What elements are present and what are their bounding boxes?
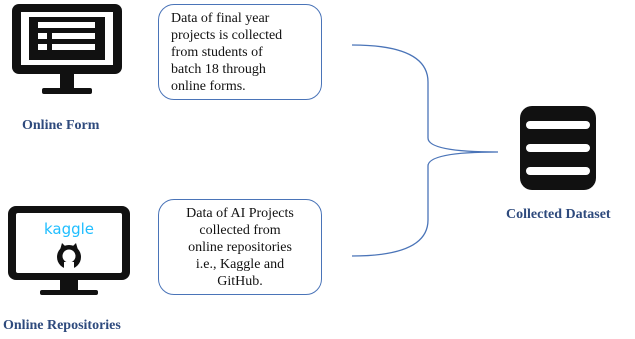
note-line: online forms. bbox=[171, 79, 246, 94]
merge-brace-connector bbox=[351, 44, 499, 257]
note-line: projects is collected bbox=[171, 28, 283, 43]
kaggle-monitor-icon: kaggle bbox=[8, 206, 130, 295]
note-line: Data of final year bbox=[171, 11, 270, 26]
online-form-description-box: Data of final year projects is collected… bbox=[158, 4, 322, 100]
note-line: from students of bbox=[171, 45, 263, 60]
note-line: online repositories bbox=[188, 240, 292, 255]
collected-dataset-label: Collected Dataset bbox=[506, 207, 611, 222]
note-line: GitHub. bbox=[217, 274, 263, 289]
online-repositories-label: Online Repositories bbox=[3, 318, 121, 333]
note-line: batch 18 through bbox=[171, 62, 266, 77]
online-form-label: Online Form bbox=[22, 118, 100, 133]
online-repositories-description-box: Data of AI Projects collected from onlin… bbox=[158, 199, 322, 295]
form-monitor-icon bbox=[12, 4, 122, 94]
kaggle-logo-text: kaggle bbox=[44, 220, 94, 238]
database-icon bbox=[520, 106, 596, 190]
note-line: Data of AI Projects bbox=[186, 206, 294, 221]
note-line: i.e., Kaggle and bbox=[195, 257, 285, 272]
note-line: collected from bbox=[199, 223, 281, 238]
